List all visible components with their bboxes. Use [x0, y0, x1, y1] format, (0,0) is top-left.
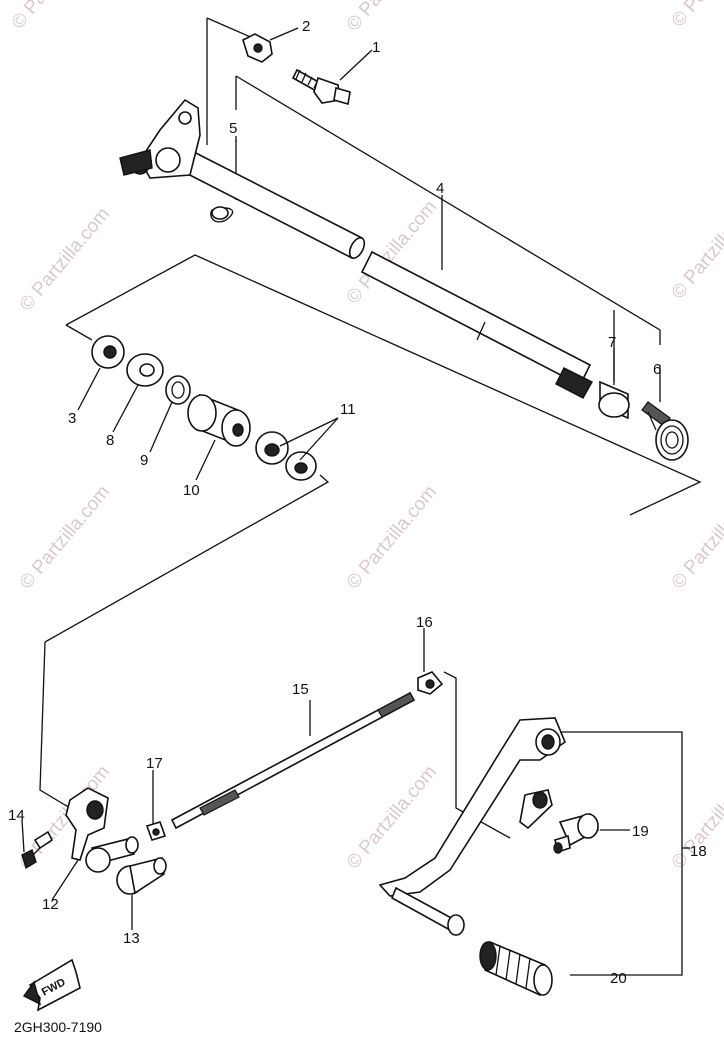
- callout-1: 1: [372, 39, 380, 56]
- watermark: © Partzilla.com: [343, 762, 441, 874]
- watermark: © Partzilla.com: [668, 482, 724, 594]
- callout-19: 19: [632, 823, 649, 840]
- callout-leaders: [21, 27, 661, 930]
- watermark: © Partzilla.com: [343, 0, 441, 35]
- washer-3: [91, 335, 125, 369]
- callout-2: 2: [302, 18, 310, 35]
- callout-17: 17: [146, 755, 163, 772]
- nut-16: [417, 671, 444, 695]
- callout-9: 9: [140, 452, 148, 469]
- watermark: © Partzilla.com: [343, 482, 441, 594]
- shift-pedal-18: [378, 717, 566, 936]
- bolt-14: [21, 830, 54, 870]
- callout-6: 6: [653, 361, 661, 378]
- callout-20: 20: [610, 970, 627, 987]
- callout-14: 14: [8, 807, 25, 824]
- callout-11: 11: [340, 401, 356, 418]
- watermark: © Partzilla.com: [668, 0, 724, 31]
- spring-6: [641, 401, 689, 461]
- callout-15: 15: [292, 681, 309, 698]
- pedal-rubber-20: [479, 940, 553, 997]
- watermark: © Partzilla.com: [16, 204, 114, 316]
- callout-5: 5: [229, 120, 237, 137]
- shift-shaft-rear: [360, 250, 592, 387]
- shift-lever-12: [65, 787, 109, 861]
- callout-8: 8: [106, 432, 114, 449]
- fwd-arrow: FWD: [22, 958, 81, 1012]
- callout-3: 3: [68, 410, 76, 427]
- callout-13: 13: [123, 930, 140, 947]
- joint-13: [116, 857, 167, 895]
- watermark: © Partzilla.com: [668, 192, 724, 304]
- nut-17: [145, 821, 167, 841]
- watermark-layer: © Partzilla.com © Partzilla.com © Partzi…: [8, 0, 724, 873]
- callout-12: 12: [42, 896, 59, 913]
- drawing-code: 2GH300-7190: [14, 1019, 102, 1035]
- shift-rod-15: [170, 691, 416, 830]
- callout-10: 10: [183, 482, 200, 499]
- oil-seals-11: [255, 431, 317, 481]
- callout-4: 4: [436, 180, 444, 197]
- washer-8: [126, 353, 164, 387]
- circlip-9: [165, 375, 191, 405]
- callout-16: 16: [416, 614, 433, 631]
- watermark: © Partzilla.com: [8, 0, 106, 33]
- bolt-1: [291, 68, 351, 106]
- shift-shaft-front: [178, 148, 364, 260]
- callout-18: 18: [690, 843, 707, 860]
- bush-10: [187, 393, 251, 447]
- middle-parts-box: [44, 254, 702, 643]
- callout-7: 7: [608, 334, 616, 351]
- collar-7: [598, 380, 630, 420]
- watermark: © Partzilla.com: [16, 482, 114, 594]
- bolt-19: [553, 813, 600, 854]
- callout-numbers: 1 2 3 4 5 6 7 8 9 10 11 12 13 14 15 16 1…: [8, 18, 707, 987]
- nut-2: [242, 33, 273, 63]
- shift-shaft-assembly: [119, 17, 689, 461]
- lower-linkage-assembly: FWD: [21, 641, 690, 1012]
